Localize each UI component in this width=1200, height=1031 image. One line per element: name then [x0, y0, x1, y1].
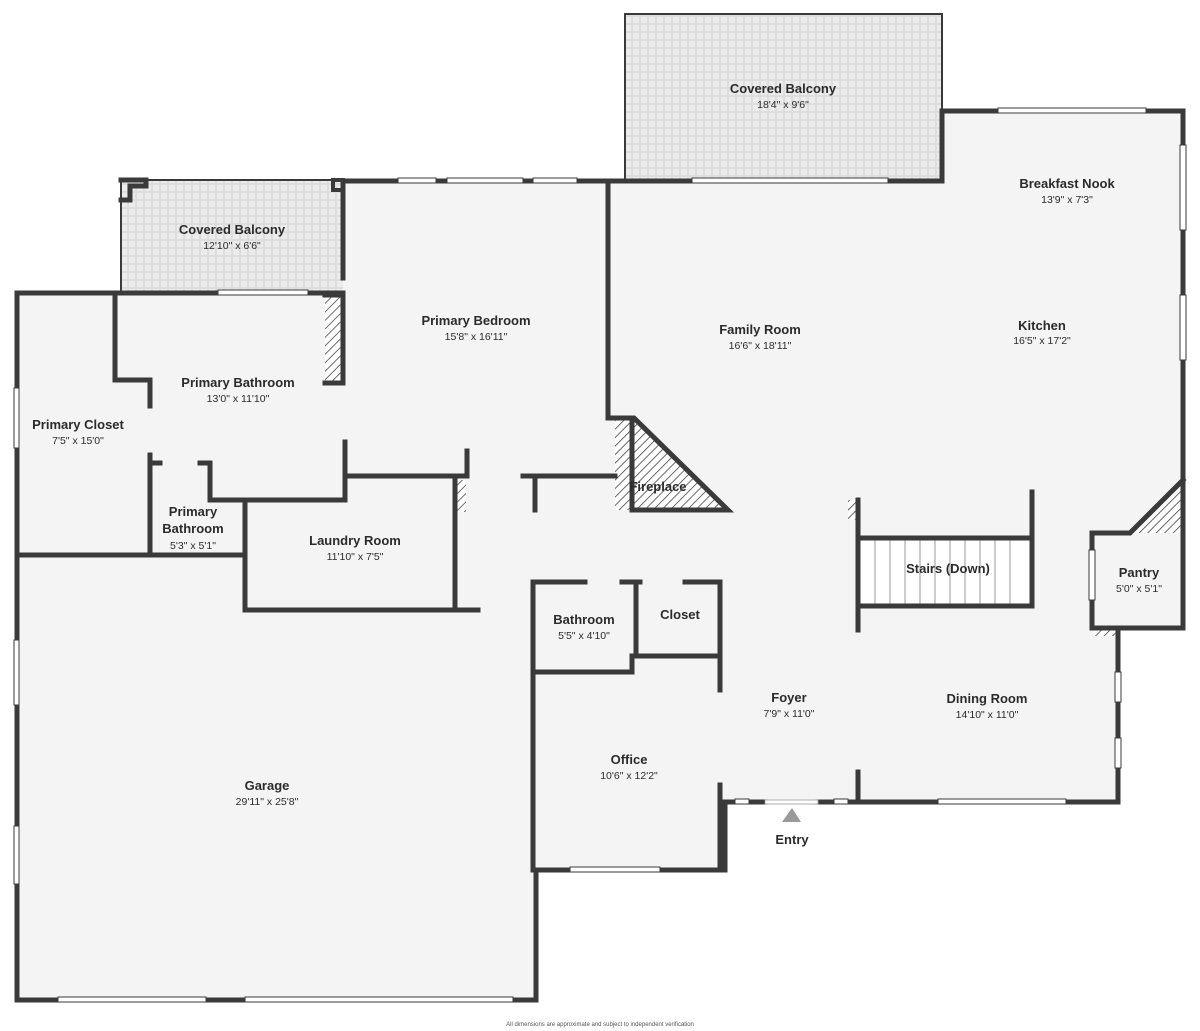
entry-label: Entry: [775, 832, 809, 847]
covered-balcony-left-floor: [121, 180, 343, 293]
disclaimer: All dimensions are approximate and subje…: [506, 1022, 694, 1028]
windows: [13, 107, 1187, 1003]
covered-balcony-left-dims: 12'10" x 6'6": [203, 240, 261, 252]
bathroom-name: Bathroom: [553, 612, 614, 627]
entry-arrow-icon: [782, 808, 801, 822]
primary-bathroom-name: Primary Bathroom: [181, 375, 294, 390]
family-room-dims: 16'6" x 18'11": [729, 340, 792, 352]
stairs-name: Stairs (Down): [906, 561, 990, 576]
office-name: Office: [611, 752, 648, 767]
pantry-hatch: [1093, 628, 1116, 636]
room-labels: Covered Balcony 18'4" x 9'6" Covered Bal…: [32, 81, 1162, 808]
primary-closet-dims: 7'5" x 15'0": [52, 435, 104, 447]
covered-balcony-top-floor: [625, 14, 942, 181]
laundry-room-dims: 11'10" x 7'5": [327, 551, 384, 563]
fireplace-hatch: [615, 418, 728, 510]
primary-closet-name: Primary Closet: [32, 417, 124, 432]
pantry-dims: 5'0" x 5'1": [1116, 583, 1162, 595]
laundry-post-hatch: [456, 480, 466, 512]
fireplace-name: Fireplace: [629, 479, 686, 494]
floor-areas: [17, 14, 1183, 1000]
breakfast-nook-dims: 13'9" x 7'3": [1041, 194, 1093, 206]
bathroom-dims: 5'5" x 4'10": [558, 630, 610, 642]
primary-bathroom-small-name-1: Primary: [169, 504, 218, 519]
family-room-name: Family Room: [719, 322, 801, 337]
laundry-room-name: Laundry Room: [309, 533, 401, 548]
kitchen-dims: 16'5" x 17'2": [1013, 335, 1071, 347]
garage-dims: 29'11" x 25'8": [236, 796, 299, 808]
primary-bathroom-small-dims: 5'3" x 5'1": [170, 540, 216, 552]
breakfast-nook-name: Breakfast Nook: [1019, 176, 1115, 191]
stairs: [859, 537, 1033, 607]
covered-balcony-top-name: Covered Balcony: [730, 81, 837, 96]
primary-bedroom-name: Primary Bedroom: [421, 313, 530, 328]
primary-bedroom-dims: 15'8" x 16'11": [445, 331, 508, 343]
garage-name: Garage: [245, 778, 290, 793]
covered-balcony-left-name: Covered Balcony: [179, 222, 286, 237]
dining-room-name: Dining Room: [947, 691, 1028, 706]
entry: Entry: [764, 799, 819, 847]
kitchen-name: Kitchen: [1018, 318, 1066, 333]
covered-balcony-top-dims: 18'4" x 9'6": [757, 99, 809, 111]
stairs-post: [848, 500, 858, 520]
foyer-name: Foyer: [771, 690, 806, 705]
foyer-dims: 7'9" x 11'0": [764, 708, 815, 720]
primary-bathroom-dims: 13'0" x 11'10": [207, 393, 270, 405]
main-floor: [17, 111, 1183, 1000]
pantry-name: Pantry: [1119, 565, 1160, 580]
closet-name: Closet: [660, 607, 700, 622]
bath-chimney-hatch: [325, 295, 342, 381]
office-dims: 10'6" x 12'2": [600, 770, 658, 782]
primary-bathroom-small-name-2: Bathroom: [162, 521, 223, 536]
dining-room-dims: 14'10" x 11'0": [956, 709, 1019, 721]
